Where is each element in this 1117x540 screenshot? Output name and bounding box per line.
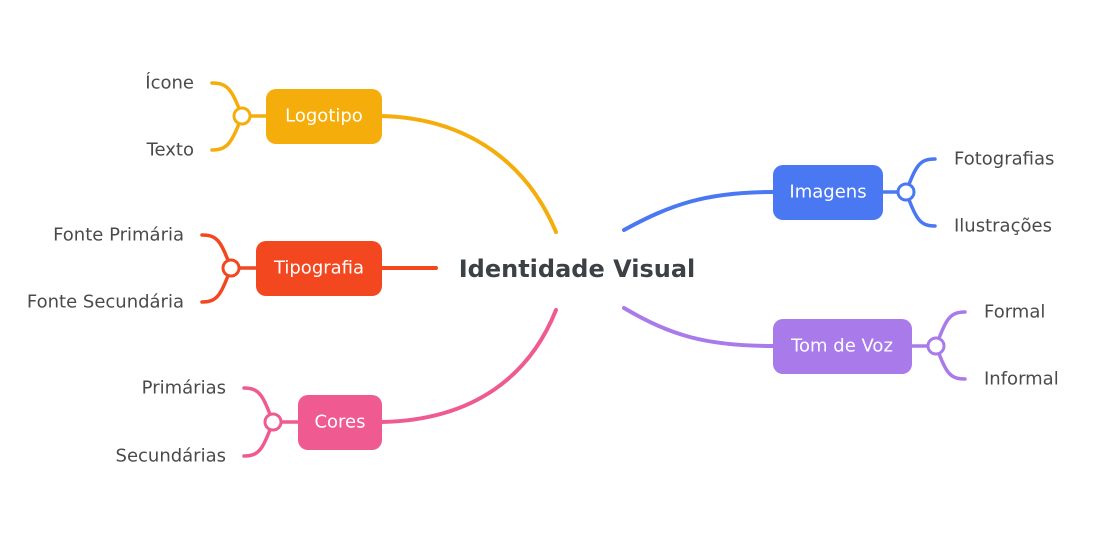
node-cores-box — [298, 395, 382, 450]
collapse-toggle-cores[interactable] — [263, 412, 283, 432]
node-imagens-box — [773, 165, 883, 220]
connector-center-imagens — [622, 190, 775, 232]
collapse-toggle-imagens[interactable] — [896, 182, 916, 202]
node-logotipo[interactable]: Logotipo — [266, 89, 382, 144]
leaf-ilustracoes[interactable]: Ilustrações — [954, 216, 1052, 237]
node-cores[interactable]: Cores — [298, 395, 382, 450]
collapse-toggle-tom-de-voz[interactable] — [926, 336, 946, 356]
node-tom-de-voz-label: Tom de Voz — [790, 336, 893, 357]
leaf-texto[interactable]: Texto — [146, 140, 194, 161]
connector-center-logotipo — [378, 114, 558, 234]
node-tom-de-voz[interactable]: Tom de Voz — [773, 319, 912, 374]
branch-logotipo: Logotipo Ícone Texto — [145, 72, 558, 234]
leaf-fotografias[interactable]: Fotografias — [954, 149, 1054, 170]
leaf-secundarias[interactable]: Secundárias — [116, 446, 226, 467]
node-tipografia[interactable]: Tipografia — [256, 241, 382, 296]
leaf-icone[interactable]: Ícone — [145, 72, 194, 94]
leaf-fonte-primaria[interactable]: Fonte Primária — [53, 225, 184, 246]
branch-tom-de-voz: Tom de Voz Formal Informal — [622, 302, 1059, 390]
branch-cores: Cores Primárias Secundárias — [116, 308, 558, 467]
leaf-fonte-secundaria[interactable]: Fonte Secundária — [27, 292, 184, 313]
branch-imagens: Imagens Fotografias Ilustrações — [622, 149, 1054, 237]
node-tipografia-label: Tipografia — [273, 258, 364, 279]
connector-center-cores — [380, 308, 558, 424]
node-imagens-label: Imagens — [789, 182, 866, 203]
collapse-toggle-tipografia[interactable] — [221, 258, 241, 278]
central-topic[interactable]: Identidade Visual — [459, 255, 696, 283]
node-logotipo-label: Logotipo — [285, 106, 363, 127]
node-tom-de-voz-box — [773, 319, 912, 374]
leaf-formal[interactable]: Formal — [984, 302, 1045, 323]
leaf-informal[interactable]: Informal — [984, 369, 1059, 390]
leaf-primarias[interactable]: Primárias — [142, 378, 226, 399]
node-cores-label: Cores — [314, 412, 365, 433]
node-imagens[interactable]: Imagens — [773, 165, 883, 220]
collapse-toggle-logotipo[interactable] — [232, 106, 252, 126]
branch-tipografia: Tipografia Fonte Primária Fonte Secundár… — [27, 225, 438, 313]
connector-center-tom-de-voz — [622, 306, 775, 348]
node-logotipo-box — [266, 89, 382, 144]
node-tipografia-box — [256, 241, 382, 296]
